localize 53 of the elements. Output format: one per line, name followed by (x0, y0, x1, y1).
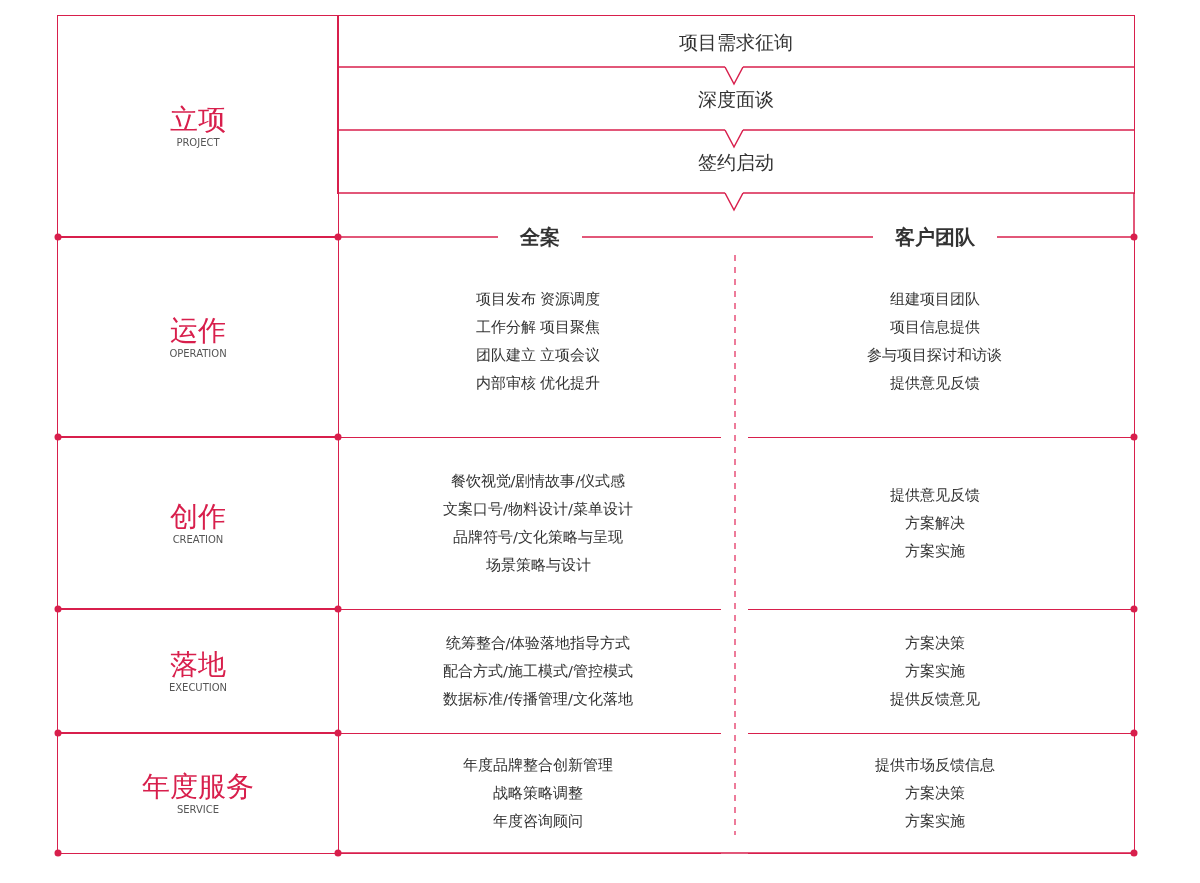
list-item-text: 战略策略调整 (493, 783, 583, 803)
list-item-text: 提供意见反馈 (889, 373, 980, 393)
stage-cell (57, 732, 339, 854)
list-item-text: 方案实施 (904, 661, 965, 681)
stage-subtitle: PROJECT (176, 136, 220, 149)
stage-title: 运作 (170, 314, 226, 347)
list-item-text: 方案决策 (904, 783, 965, 803)
list-item-text: 数据标准/传播管理/文化落地 (443, 689, 633, 709)
step-box (337, 129, 1135, 194)
list-item-text: 配合方式/施工模式/管控模式 (443, 661, 633, 681)
list-item-text: 品牌符号/文化策略与呈现 (453, 527, 623, 547)
list-item-text: 统筹整合/体验落地指导方式 (445, 633, 631, 653)
list-item-text: 组建项目团队 (889, 289, 980, 309)
stage-subtitle: OPERATION (169, 346, 227, 360)
list-item-text: 年度品牌整合创新管理 (463, 755, 613, 775)
list-item-text: 方案实施 (904, 541, 965, 561)
stage-title: 立项 (170, 104, 226, 136)
list-item-text: 项目发布 资源调度 (475, 289, 601, 309)
list-item-text: 方案解决 (904, 513, 965, 533)
stage-subtitle: CREATION (172, 532, 224, 546)
list-item-text: 提供市场反馈信息 (874, 755, 995, 775)
list-item-text: 文案口号/物料设计/菜单设计 (443, 499, 633, 519)
list-item-text: 方案实施 (904, 811, 965, 831)
step-label: 签约启动 (698, 149, 774, 174)
chevron-arrow (724, 129, 744, 149)
stage-cell (57, 608, 339, 734)
column-heading: 全案 (520, 225, 560, 249)
list-item-text: 内部审核 优化提升 (475, 373, 601, 393)
stage-subtitle: EXECUTION (168, 680, 228, 694)
list-item-text: 场景策略与设计 (485, 555, 591, 575)
list-item-text: 工作分解 项目聚焦 (475, 317, 601, 337)
stage-cell (57, 436, 339, 610)
list-item-text: 餐饮视觉/剧情故事/仪式感 (450, 471, 626, 491)
stage-cell (57, 236, 339, 438)
stage-subtitle: SERVICE (176, 802, 220, 816)
list-item-text: 提供反馈意见 (889, 689, 980, 709)
list-item-text: 提供意见反馈 (889, 485, 980, 505)
list-item-text: 方案决策 (904, 633, 965, 653)
chevron-arrow (724, 192, 744, 212)
list-item-text: 参与项目探讨和访谈 (867, 345, 1002, 365)
list-item-text: 团队建立 立项会议 (475, 345, 601, 365)
list-item-text: 年度咨询顾问 (493, 811, 583, 831)
chevron-arrow (724, 66, 744, 86)
step-label: 项目需求征询 (679, 30, 793, 54)
stage-title: 创作 (170, 500, 226, 533)
list-item-text: 项目信息提供 (889, 317, 980, 337)
stage-cell (57, 15, 339, 238)
step-box (337, 15, 1135, 68)
column-heading: 客户团队 (895, 225, 975, 249)
step-box (337, 66, 1135, 131)
stage-title: 落地 (170, 648, 226, 681)
stage-title: 年度服务 (142, 770, 254, 803)
step-label: 深度面谈 (698, 86, 774, 111)
